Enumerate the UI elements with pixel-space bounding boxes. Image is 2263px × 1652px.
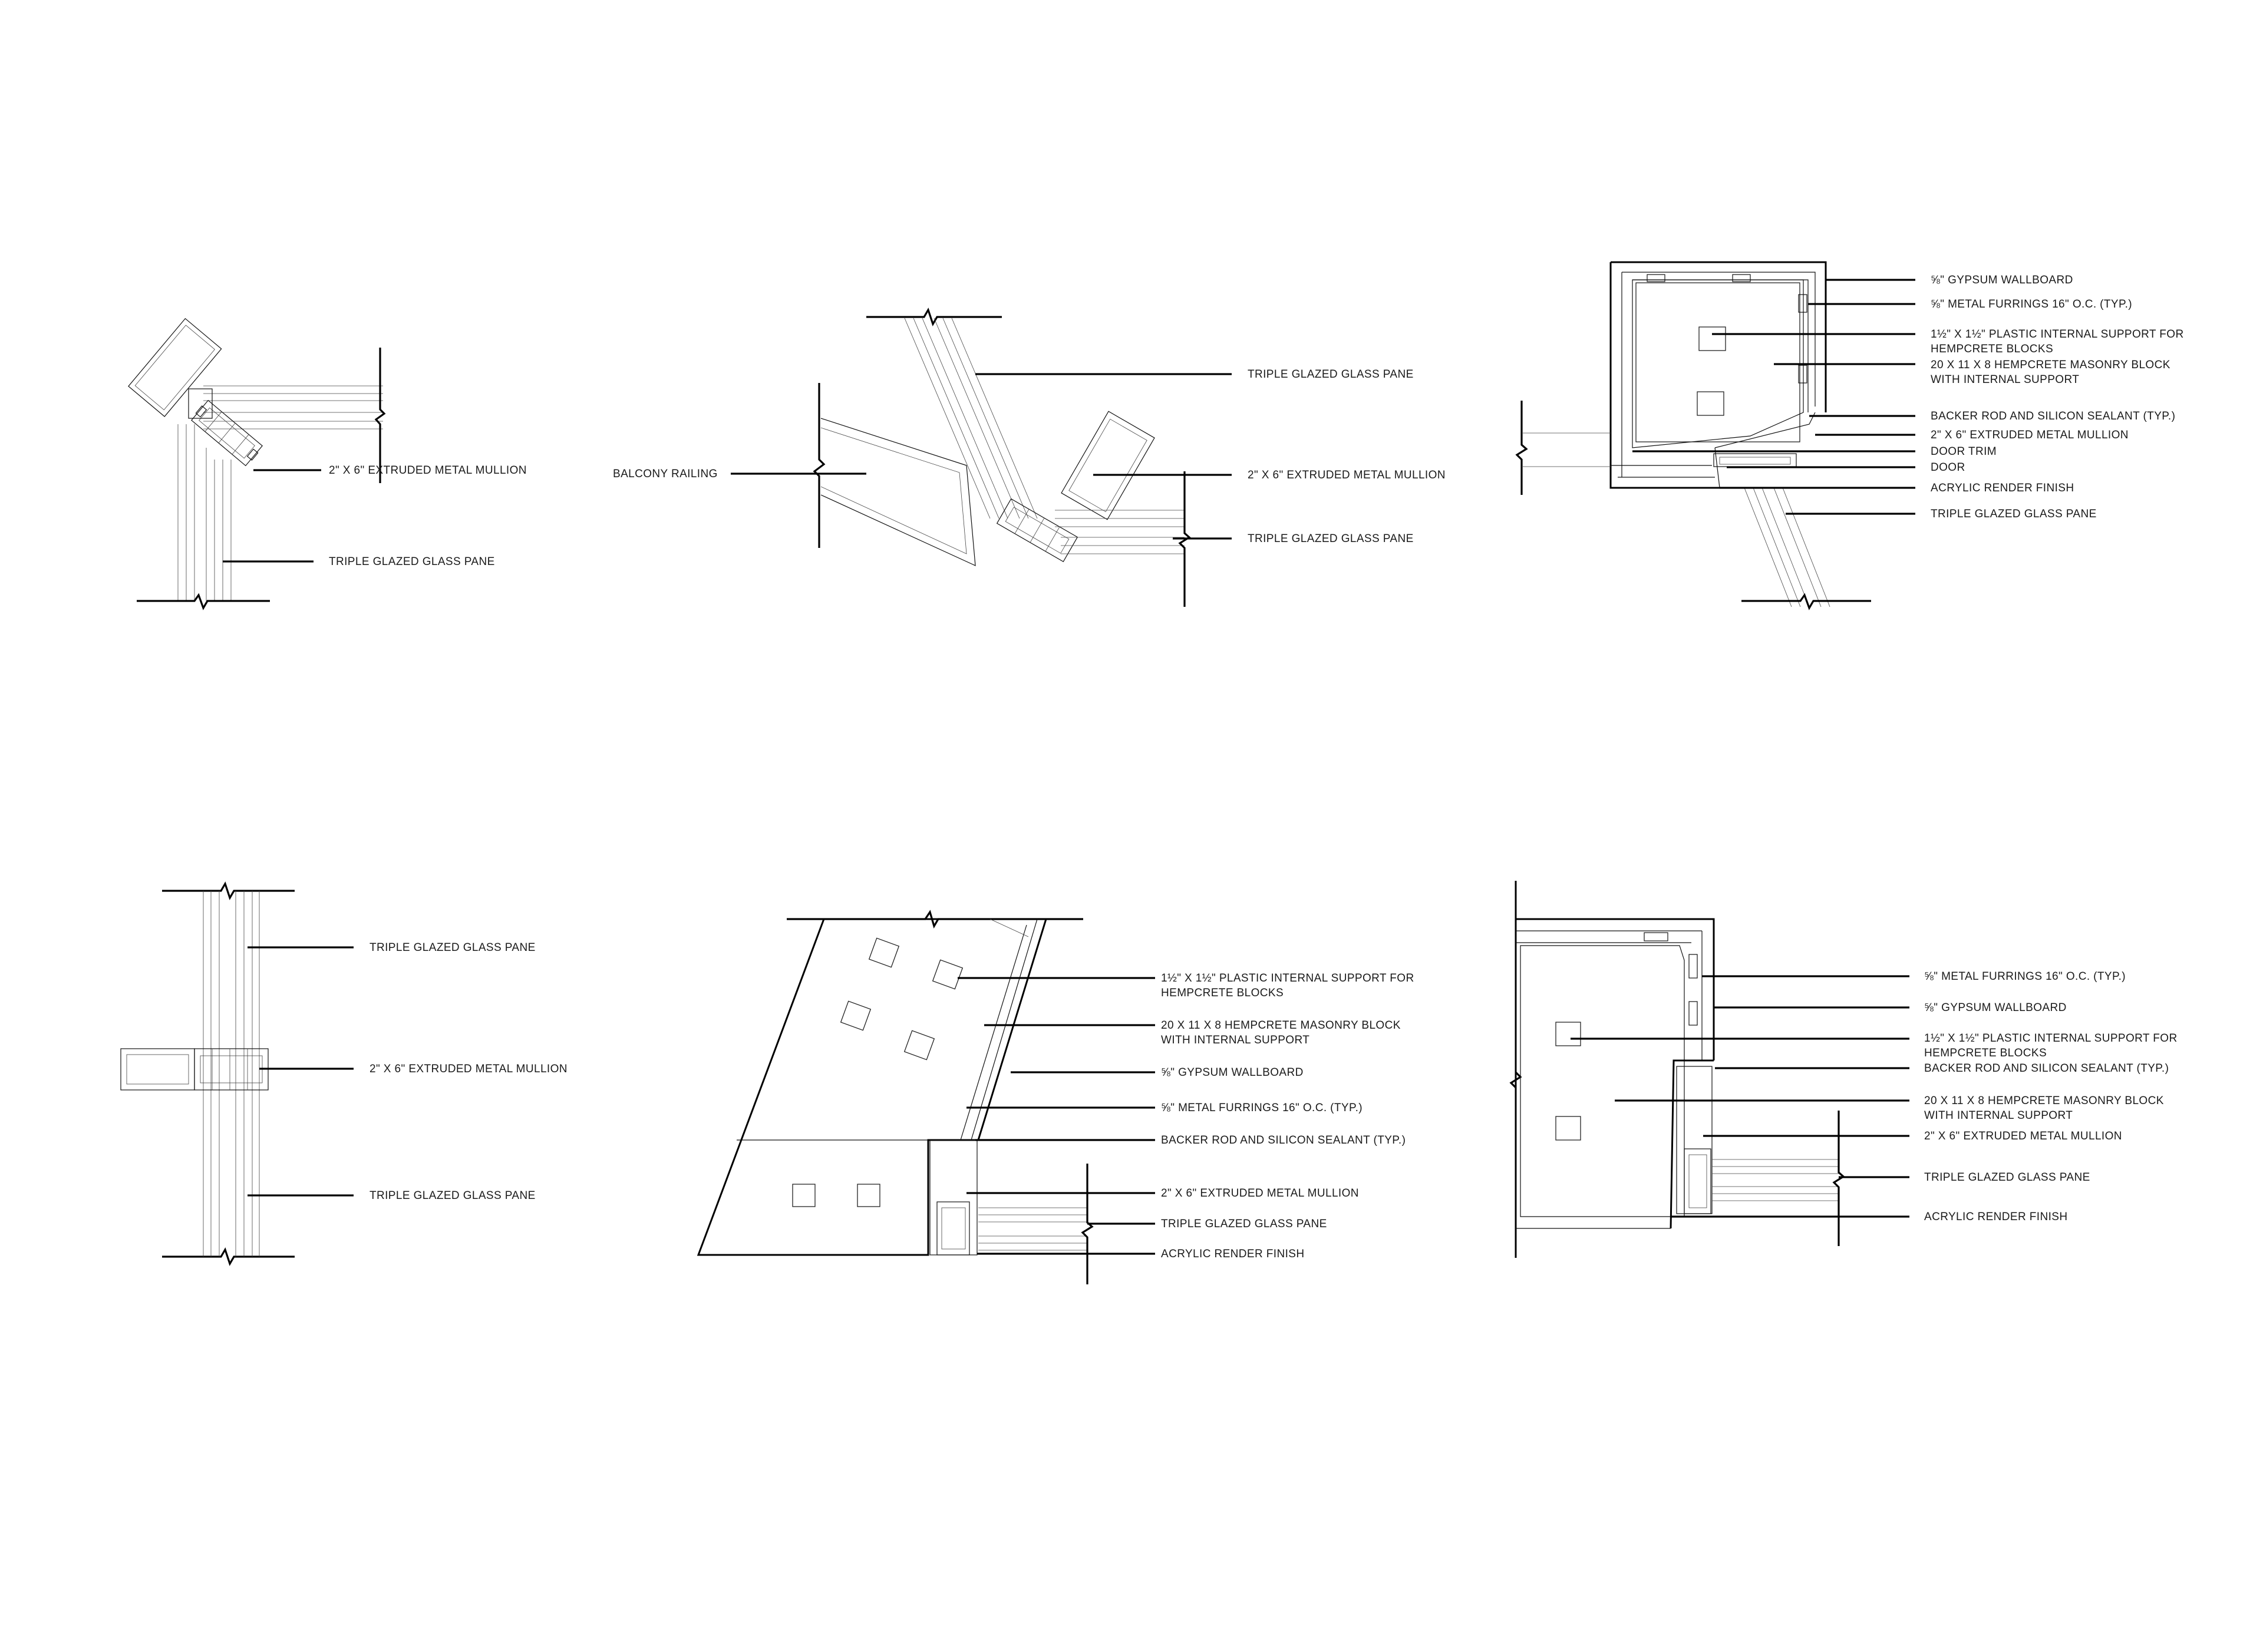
- d2-label-glass-bottom: TRIPLE GLAZED GLASS PANE: [1248, 533, 1414, 545]
- d4-label-glass-top: TRIPLE GLAZED GLASS PANE: [370, 941, 536, 954]
- d3-label-door: DOOR: [1931, 461, 1965, 474]
- d5-label-gypsum: ⅝" GYPSUM WALLBOARD: [1161, 1066, 1304, 1079]
- d6-label-glass: TRIPLE GLAZED GLASS PANE: [1924, 1171, 2090, 1184]
- detail-3-linework: [1515, 261, 1915, 610]
- d5-label-sealant: BACKER ROD AND SILICON SEALANT (TYP.): [1161, 1134, 1406, 1147]
- detail-6-linework: [1509, 881, 1909, 1258]
- detail-5-wall-window: 1½" X 1½" PLASTIC INTERNAL SUPPORT FOR H…: [697, 910, 1414, 1284]
- detail-5-linework: [697, 910, 1155, 1284]
- d6-label-render: ACRYLIC RENDER FINISH: [1924, 1211, 2067, 1223]
- d5-label-block-1: 20 X 11 X 8 HEMPCRETE MASONRY BLOCK: [1161, 1019, 1401, 1032]
- d4-label-mullion: 2" X 6" EXTRUDED METAL MULLION: [370, 1063, 568, 1075]
- d1-label-mullion: 2" X 6" EXTRUDED METAL MULLION: [329, 464, 527, 477]
- d3-label-sealant: BACKER ROD AND SILICON SEALANT (TYP.): [1931, 410, 2175, 422]
- d1-label-glass: TRIPLE GLAZED GLASS PANE: [329, 556, 495, 568]
- d5-label-furrings: ⅝" METAL FURRINGS 16" O.C. (TYP.): [1161, 1102, 1363, 1114]
- d3-label-support-1: 1½" X 1½" PLASTIC INTERNAL SUPPORT FOR: [1931, 328, 2184, 341]
- d3-label-mullion: 2" X 6" EXTRUDED METAL MULLION: [1931, 429, 2129, 441]
- d6-label-furrings: ⅝" METAL FURRINGS 16" O.C. (TYP.): [1924, 970, 2126, 983]
- d3-label-block-1: 20 X 11 X 8 HEMPCRETE MASONRY BLOCK: [1931, 359, 2170, 371]
- detail-4-linework: [120, 881, 354, 1266]
- d5-label-support-1: 1½" X 1½" PLASTIC INTERNAL SUPPORT FOR: [1161, 972, 1414, 984]
- d2-label-railing: BALCONY RAILING: [613, 468, 718, 480]
- detail-4-inline-mullion: TRIPLE GLAZED GLASS PANE 2" X 6" EXTRUDE…: [120, 881, 568, 1266]
- d3-label-glass: TRIPLE GLAZED GLASS PANE: [1931, 508, 2097, 520]
- d5-label-mullion: 2" X 6" EXTRUDED METAL MULLION: [1161, 1187, 1359, 1200]
- d6-label-mullion: 2" X 6" EXTRUDED METAL MULLION: [1924, 1130, 2122, 1142]
- d6-label-sealant: BACKER ROD AND SILICON SEALANT (TYP.): [1924, 1062, 2169, 1075]
- d5-label-block-2: WITH INTERNAL SUPPORT: [1161, 1034, 1309, 1046]
- d6-label-block-1: 20 X 11 X 8 HEMPCRETE MASONRY BLOCK: [1924, 1095, 2164, 1107]
- d4-label-glass-bottom: TRIPLE GLAZED GLASS PANE: [370, 1190, 536, 1202]
- detail-3-door-corner: ⅝" GYPSUM WALLBOARD ⅝" METAL FURRINGS 16…: [1515, 261, 2184, 610]
- d3-label-door-trim: DOOR TRIM: [1931, 445, 1997, 458]
- detail-1-linework: [128, 318, 386, 610]
- d6-label-block-2: WITH INTERNAL SUPPORT: [1924, 1109, 2073, 1122]
- d6-label-support-1: 1½" X 1½" PLASTIC INTERNAL SUPPORT FOR: [1924, 1032, 2178, 1045]
- d3-label-block-2: WITH INTERNAL SUPPORT: [1931, 374, 2079, 386]
- detail-2-linework: [731, 308, 1232, 607]
- d3-label-support-2: HEMPCRETE BLOCKS: [1931, 343, 2053, 355]
- d6-label-gypsum: ⅝" GYPSUM WALLBOARD: [1924, 1002, 2067, 1014]
- detail-2-balcony-mullion: TRIPLE GLAZED GLASS PANE BALCONY RAILING…: [613, 308, 1446, 607]
- d3-label-gypsum: ⅝" GYPSUM WALLBOARD: [1931, 274, 2073, 286]
- d5-label-support-2: HEMPCRETE BLOCKS: [1161, 987, 1284, 999]
- d3-label-render: ACRYLIC RENDER FINISH: [1931, 482, 2074, 494]
- d5-label-render: ACRYLIC RENDER FINISH: [1161, 1248, 1304, 1260]
- d5-label-glass: TRIPLE GLAZED GLASS PANE: [1161, 1218, 1327, 1230]
- d2-label-glass-top: TRIPLE GLAZED GLASS PANE: [1248, 368, 1414, 381]
- detail-1-corner-mullion: 2" X 6" EXTRUDED METAL MULLION TRIPLE GL…: [128, 318, 527, 610]
- detail-6-corner-wall-window: ⅝" METAL FURRINGS 16" O.C. (TYP.) ⅝" GYP…: [1509, 881, 2178, 1258]
- d2-label-mullion: 2" X 6" EXTRUDED METAL MULLION: [1248, 469, 1446, 481]
- d6-label-support-2: HEMPCRETE BLOCKS: [1924, 1047, 2047, 1059]
- d3-label-furrings: ⅝" METAL FURRINGS 16" O.C. (TYP.): [1931, 298, 2132, 310]
